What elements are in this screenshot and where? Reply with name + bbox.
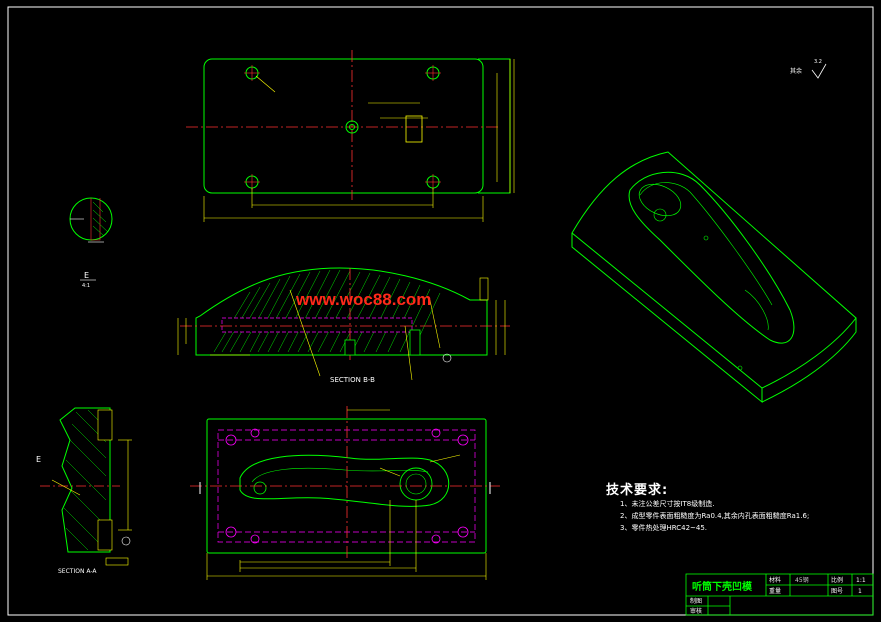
tech-requirement-item: 1、未注公差尺寸按IT8级制造. [620,500,715,508]
top-view-dimensions [203,59,515,222]
scale-label: 比例 [831,576,843,584]
material-value: 45钢 [795,576,809,584]
drawn-label: 制图 [690,597,702,605]
detail-e-scale: 4:1 [82,283,90,289]
part-name: 听筒下壳凹模 [692,582,752,593]
tech-requirement-item: 2、成型零件表面粗糙度为Ra0.4,其余内孔表面粗糙度Ra1.6; [620,512,810,520]
title-block [685,573,874,616]
isometric-view [571,151,857,404]
tech-requirements: 技术要求: 1、未注公差尺寸按IT8级制造. 2、成型零件表面粗糙度为Ra0.4… [606,479,809,534]
roughness-symbol [811,63,827,79]
sheet-border [7,6,874,616]
section-a-a [40,407,132,566]
tech-requirements-title: 技术要求: [606,483,669,498]
section-a-a-label: SECTION A-A [58,568,97,575]
top-view-holes [245,66,440,189]
detail-e-marker: E [36,455,41,464]
top-view [186,50,515,222]
quantity-value: 1 [858,588,862,595]
quantity-label: 图号 [831,588,843,595]
section-b-b-hatch [213,269,441,353]
top-view-outline [203,58,484,194]
detail-e-label: E [84,271,89,280]
detail-e [69,197,113,243]
material-label: 材料 [769,576,781,584]
weight-label: 重量 [769,587,781,595]
tech-requirement-item: 3、零件热处理HRC42~45. [620,524,708,532]
roughness-note: 其余 [790,67,802,75]
section-b-b [177,267,510,381]
roughness-value: 3.2 [814,59,822,65]
section-b-b-label: SECTION B-B [330,376,375,384]
scale-value: 1:1 [856,577,866,584]
bottom-view-dimensions [206,409,487,580]
watermark: www.woc88.com [296,290,432,309]
bottom-view [190,406,500,580]
checked-label: 审核 [690,607,702,615]
